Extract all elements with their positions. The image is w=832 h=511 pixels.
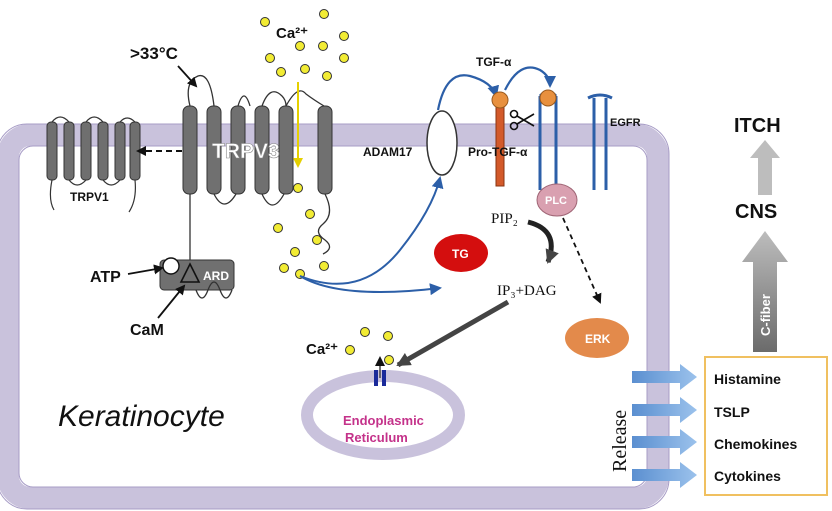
release-arrow-histamine <box>632 364 697 390</box>
pro-tgf-label: Pro-TGF-α <box>468 145 528 159</box>
temperature-label: >33°C <box>130 44 178 63</box>
scissors-icon <box>509 109 535 131</box>
ip3-to-er-arrow <box>396 299 510 368</box>
adam17-to-tgf-arrow <box>436 74 500 111</box>
calcium-mid-label: Ca²⁺ <box>306 341 338 358</box>
calcium-ion <box>360 327 370 337</box>
calcium-ion <box>293 183 303 193</box>
calcium-to-tg-arrow <box>299 275 442 296</box>
plc-enzyme <box>536 183 578 217</box>
trpv3-loops <box>187 74 331 255</box>
egfr-label: EGFR <box>610 117 641 129</box>
pip2-label: PIP₂ <box>491 211 518 227</box>
calcium-ion <box>345 345 355 355</box>
calcium-ion <box>339 53 349 63</box>
er-label-line1: Endoplasmic <box>343 413 424 428</box>
cns-to-itch-arrow <box>750 140 780 195</box>
calcium-ion <box>260 17 270 27</box>
egfr-receptor <box>587 93 613 190</box>
calcium-ion <box>276 67 286 77</box>
cam-label: CaM <box>130 322 164 339</box>
calcium-ion <box>339 31 349 41</box>
plc-to-erk-arrow <box>562 217 602 304</box>
trpv1-label: TRPV1 <box>70 190 109 204</box>
calcium-ion <box>273 223 283 233</box>
tgf-ball <box>491 91 509 109</box>
tgf-to-egfr-arrow <box>504 66 556 91</box>
release-arrow-chemokines <box>632 429 697 455</box>
ip3-receptor-channel <box>374 356 386 386</box>
mediator-box <box>704 356 828 496</box>
cell-membrane <box>0 123 670 510</box>
mediator-item: TSLP <box>714 404 750 420</box>
mediator-item: Histamine <box>714 371 781 387</box>
calcium-ion <box>383 331 393 341</box>
calcium-ion <box>290 247 300 257</box>
cns-label: CNS <box>735 201 777 223</box>
calcium-ion <box>295 41 305 51</box>
calcium-ion <box>265 53 275 63</box>
release-arrows <box>632 364 697 488</box>
calcium-ion <box>318 41 328 51</box>
cfiber-label: C-fiber <box>758 294 773 336</box>
ard-tail <box>195 281 233 299</box>
calcium-ion <box>300 64 310 74</box>
release-arrow-cytokines <box>632 462 697 488</box>
calcium-ion <box>384 355 394 365</box>
plc-label: PLC <box>545 195 567 207</box>
mediator-item: Cytokines <box>714 468 781 484</box>
erk-label: ERK <box>585 332 611 346</box>
trpv3-label: TRPV3 <box>212 140 280 163</box>
calcium-ion <box>279 263 289 273</box>
cam-binding-triangle <box>179 262 201 283</box>
calcium-ion <box>322 71 332 81</box>
erk-kinase <box>565 318 629 358</box>
calcium-ion <box>312 235 322 245</box>
tgf-label: TGF-α <box>476 55 512 69</box>
tg-node <box>434 234 488 272</box>
temperature-arrow <box>177 65 198 88</box>
calcium-ion <box>305 209 315 219</box>
release-label: Release <box>609 410 631 472</box>
ip3-dag-label: IP₃+DAG <box>497 283 557 299</box>
calcium-to-adam17-arrow <box>299 176 444 285</box>
ard-label: ARD <box>203 269 229 283</box>
adam17-protein <box>426 110 458 176</box>
cfiber-arrow <box>742 231 788 352</box>
atp-binding-circle <box>162 257 180 275</box>
egfr-ligand <box>539 89 557 107</box>
calcium-ions <box>260 9 437 413</box>
mediator-item: Chemokines <box>714 436 797 452</box>
calcium-top-label: Ca²⁺ <box>276 25 308 42</box>
adam17-label: ADAM17 <box>363 145 413 159</box>
tg-label: TG <box>452 247 469 261</box>
cell-label: Keratinocyte <box>58 400 225 433</box>
trpv1-loops <box>49 116 136 213</box>
calcium-ion <box>319 261 329 271</box>
er-label-line2: Reticulum <box>345 430 408 445</box>
cam-arrow <box>157 284 186 319</box>
release-arrow-tslp <box>632 397 697 423</box>
atp-arrow <box>127 264 164 275</box>
itch-label: ITCH <box>734 115 781 137</box>
atp-label: ATP <box>90 269 121 286</box>
calcium-ion <box>319 9 329 19</box>
pip2-conversion-arrow <box>527 219 559 264</box>
